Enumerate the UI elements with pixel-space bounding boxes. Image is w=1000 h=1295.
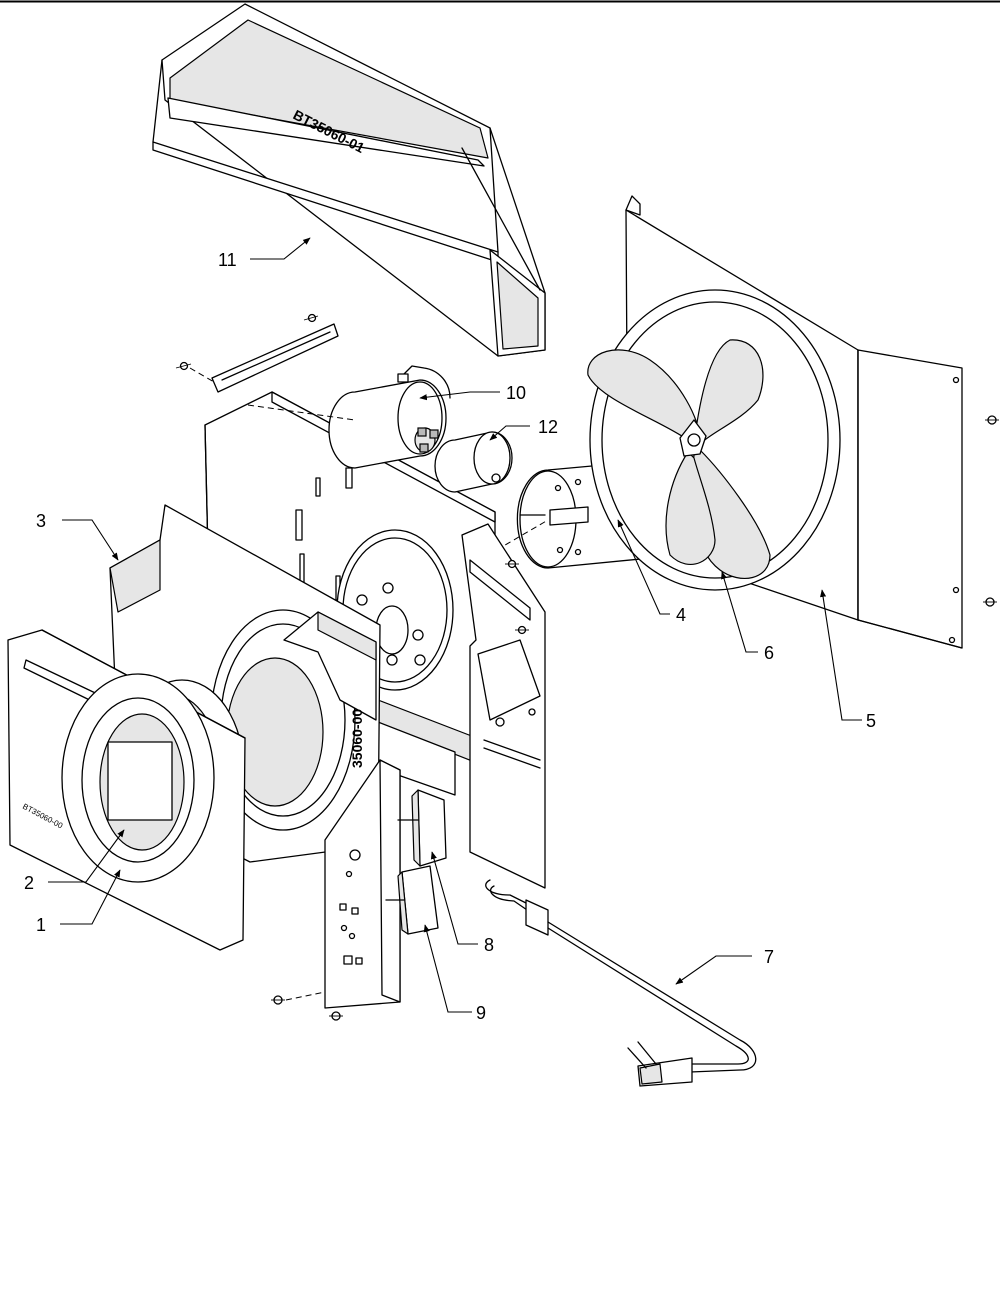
callout-11: 11: [218, 250, 237, 270]
scroll-stamp: 35060-00: [349, 709, 365, 768]
mounting-bracket: [175, 313, 339, 393]
callouts: 1 2 3 4 5 6 7 8 9 10 11 12: [24, 250, 876, 1023]
callout-4: 4: [676, 605, 686, 625]
callout-2: 2: [24, 873, 34, 893]
callout-12: 12: [538, 417, 558, 437]
callout-3: 3: [36, 511, 46, 531]
fan-shroud: [589, 195, 999, 649]
leader-lines: [48, 237, 862, 1013]
callout-7: 7: [764, 947, 774, 967]
callout-1: 1: [36, 915, 46, 935]
callout-5: 5: [866, 711, 876, 731]
duct-part: BT35060-01: [152, 3, 546, 357]
front-panel: BT35060-00: [7, 629, 246, 951]
selector-switch: [397, 789, 447, 867]
fan-blade: [587, 339, 771, 579]
callout-10: 10: [506, 383, 526, 403]
relay: [434, 431, 513, 493]
callout-8: 8: [484, 935, 494, 955]
thermostat: [385, 865, 439, 935]
callout-6: 6: [764, 643, 774, 663]
capacitor: [247, 365, 451, 469]
callout-9: 9: [476, 1003, 486, 1023]
power-cord: [485, 879, 757, 1087]
control-bracket: [271, 759, 401, 1021]
side-bracket: [461, 523, 546, 889]
